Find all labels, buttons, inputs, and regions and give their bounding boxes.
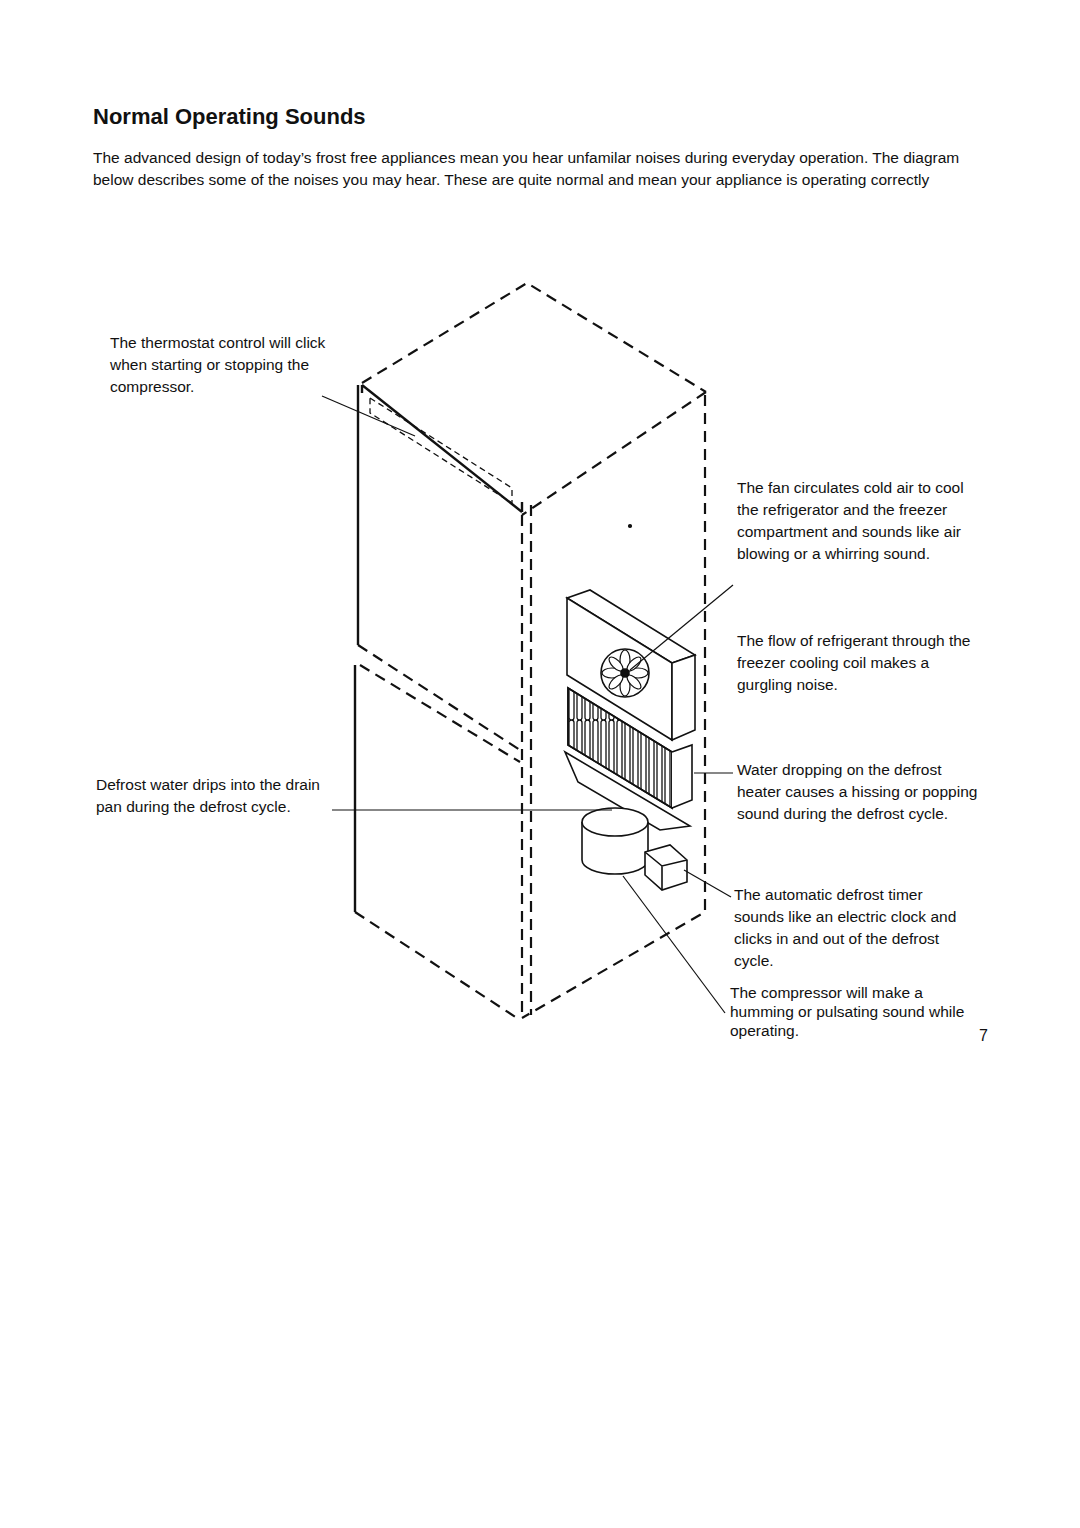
cabinet-edges (355, 385, 522, 912)
page-number: 7 (979, 1025, 1009, 1047)
leader-lines (322, 396, 733, 1013)
callout-text: Defrost water drips into the drain pan d… (96, 774, 328, 818)
callout-text: Water dropping on the defrost heater cau… (737, 759, 987, 825)
callout-text: The automatic defrost timer sounds like … (734, 884, 969, 972)
callout-text: The flow of refrigerant through the free… (737, 630, 972, 696)
callout-text: The thermostat control will click when s… (110, 332, 340, 398)
cooling-unit (565, 590, 695, 890)
page-title: Normal Operating Sounds (93, 104, 366, 130)
callout-text: The fan circulates cold air to cool the … (737, 477, 982, 565)
intro-paragraph: The advanced design of today’s frost fre… (93, 147, 983, 191)
callout-text: The compressor will make a humming or pu… (730, 983, 975, 1040)
